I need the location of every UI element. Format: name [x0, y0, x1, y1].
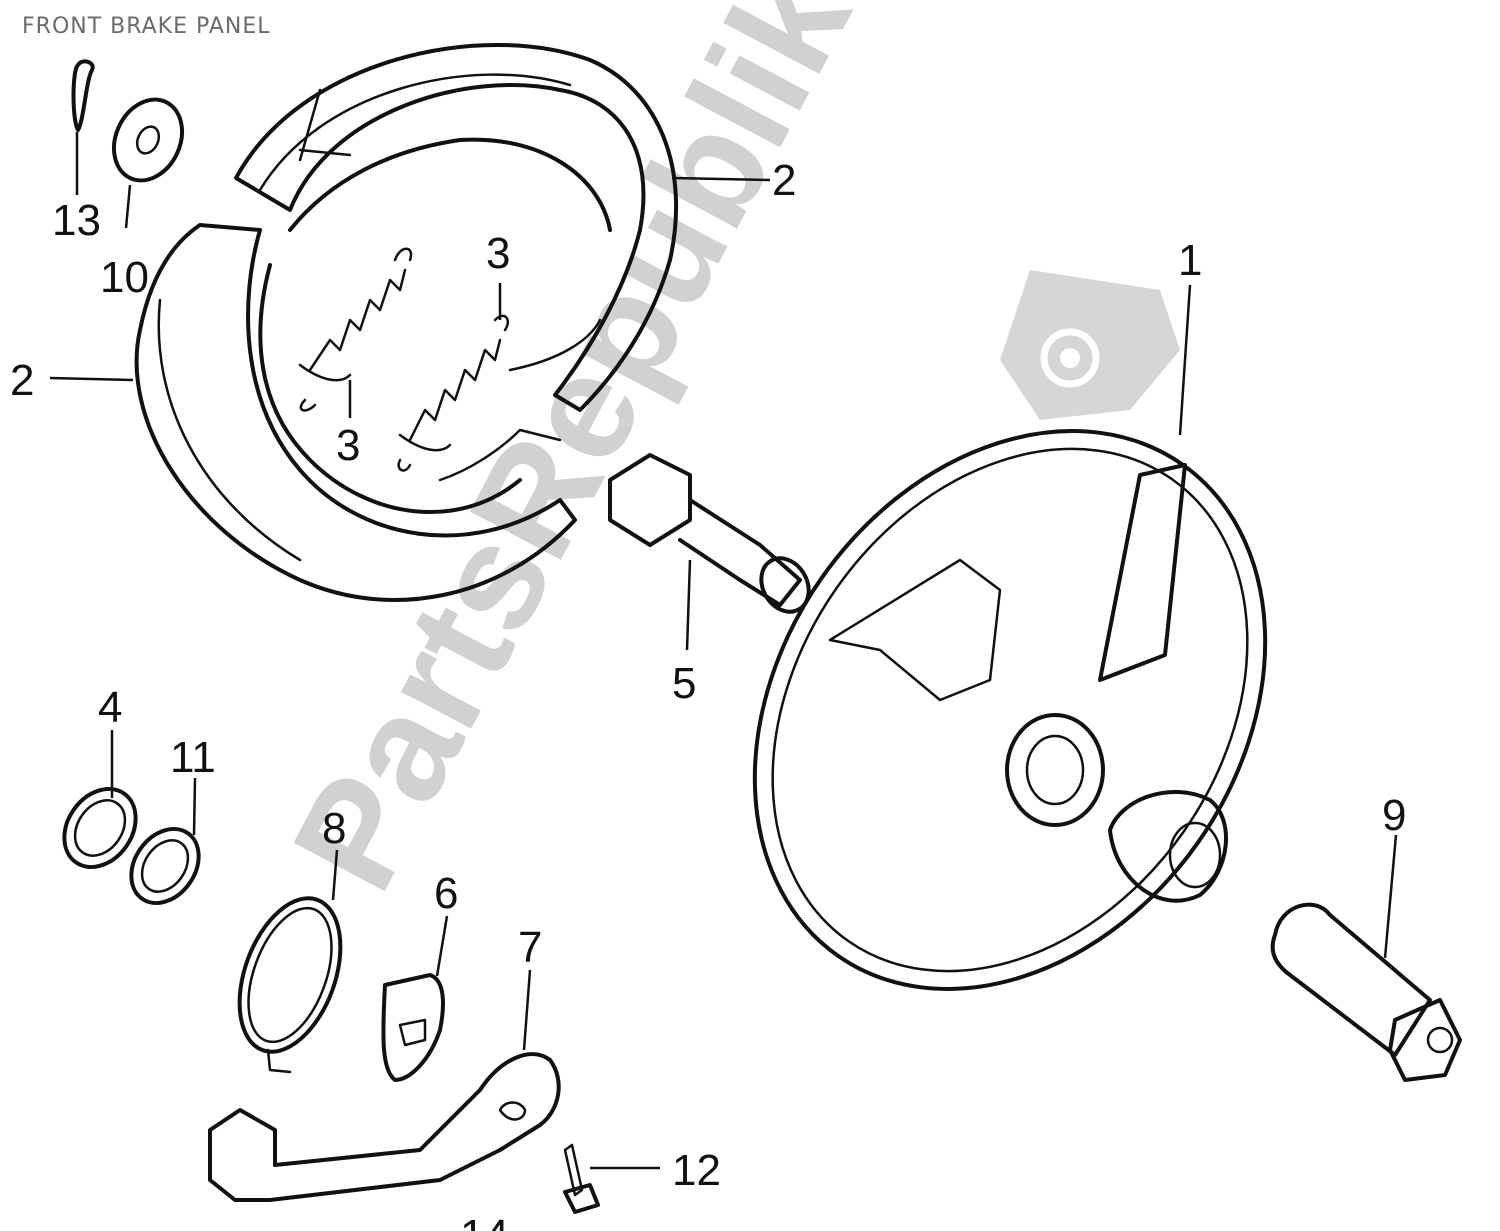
cotter-pin	[71, 59, 95, 132]
brake-shoe-lower	[134, 223, 602, 602]
spring-upper	[298, 247, 413, 412]
diagram-title: FRONT BRAKE PANEL	[22, 14, 271, 39]
callout-5: 5	[672, 659, 696, 708]
return-spring	[237, 896, 343, 1074]
callout-13: 13	[52, 196, 101, 245]
callout-2-left: 2	[10, 356, 34, 405]
small-bolt	[563, 1143, 600, 1214]
callout-2-right: 2	[772, 156, 796, 205]
callout-7: 7	[518, 923, 542, 972]
leader-lines	[49, 132, 1398, 1170]
axle-sleeve	[1270, 902, 1462, 1082]
dust-seal	[62, 787, 138, 869]
brake-panel	[752, 429, 1268, 991]
watermark-gear-icon	[1000, 270, 1180, 420]
wear-indicator	[381, 973, 445, 1082]
callout-4: 4	[98, 683, 122, 732]
callout-6: 6	[434, 869, 458, 918]
callout-11: 11	[170, 733, 216, 782]
callout-8: 8	[322, 804, 346, 853]
brake-cam	[608, 453, 811, 614]
washer-10	[111, 97, 185, 183]
callouts: 13 10 2 2 3 3 1 5 4 11 8 6 7 9 12 14	[10, 156, 1406, 1231]
brake-arm	[208, 1052, 561, 1202]
spring-lower	[397, 314, 510, 472]
callout-1: 1	[1178, 236, 1202, 285]
brake-shoe-upper	[234, 43, 679, 412]
callout-3-lower: 3	[336, 421, 360, 470]
callout-10: 10	[100, 253, 149, 302]
washer-11	[129, 826, 201, 906]
callout-9: 9	[1382, 791, 1406, 840]
callout-12: 12	[672, 1146, 721, 1195]
callout-3-upper: 3	[486, 229, 510, 278]
callout-14: 14	[460, 1211, 509, 1231]
watermark: PartsRepublik	[260, 0, 1180, 915]
